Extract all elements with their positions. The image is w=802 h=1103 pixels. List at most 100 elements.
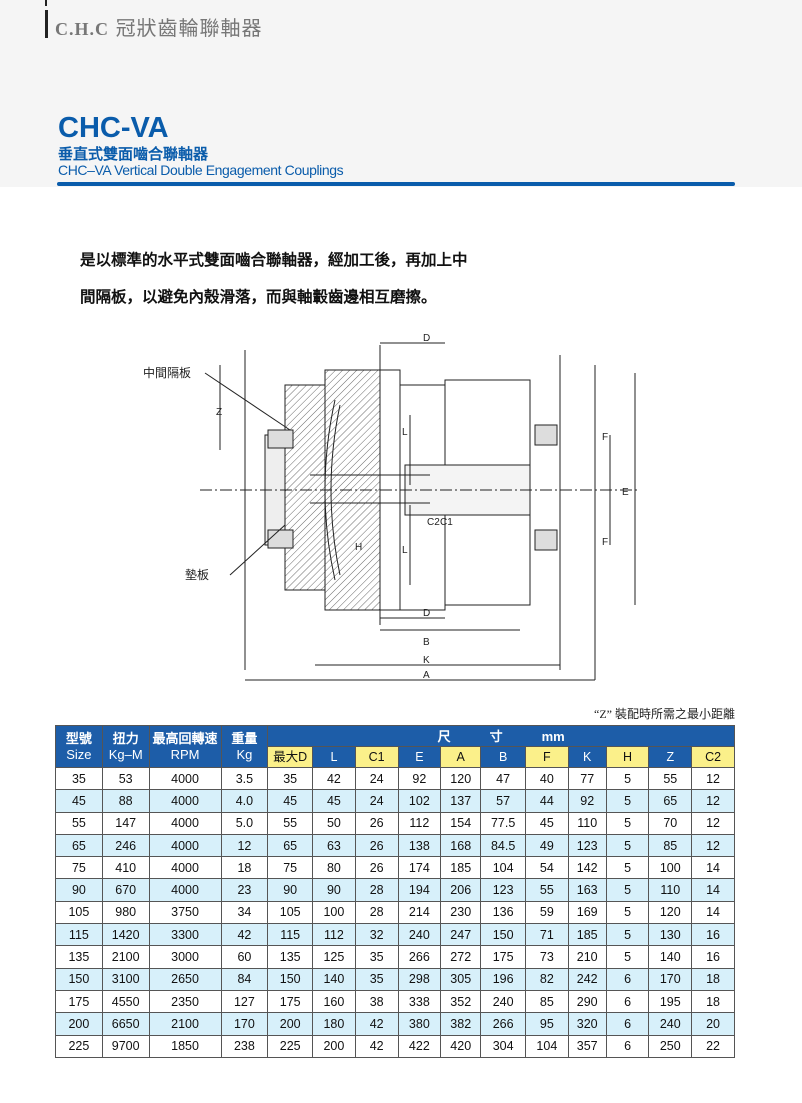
table-cell: 55 xyxy=(525,878,569,902)
table-cell: 92 xyxy=(397,766,442,791)
table-cell: 670 xyxy=(101,878,150,902)
table-cell: 238 xyxy=(220,1034,269,1058)
table-cell: 71 xyxy=(525,923,569,947)
table-cell: 4000 xyxy=(148,811,222,835)
table-cell: 53 xyxy=(101,766,150,791)
table-cell: 175 xyxy=(480,945,526,969)
table-cell: 65 xyxy=(267,833,314,858)
table-cell: 5.0 xyxy=(220,811,269,835)
table-cell: 230 xyxy=(440,900,482,925)
table-cell: 200 xyxy=(55,1012,103,1036)
title-rule xyxy=(57,182,735,186)
table-cell: 28 xyxy=(354,900,399,925)
table-cell: 120 xyxy=(440,766,482,791)
table-cell: 14 xyxy=(691,900,735,925)
table-cell: 3750 xyxy=(148,900,222,925)
table-cell: 4000 xyxy=(148,878,222,902)
table-cell: 246 xyxy=(101,833,150,858)
z-note: “Z” 裝配時所需之最小距離 xyxy=(594,707,735,721)
table-cell: 28 xyxy=(354,878,399,902)
table-cell: 2350 xyxy=(148,989,222,1014)
table-cell: 14 xyxy=(691,856,735,880)
table-cell: 65 xyxy=(648,789,693,813)
table-cell: 92 xyxy=(567,789,607,813)
table-cell: 5 xyxy=(605,811,650,835)
table-cell: 380 xyxy=(397,1012,442,1036)
col-z: Z xyxy=(648,746,693,768)
table-cell: 42 xyxy=(354,1012,399,1036)
table-cell: 104 xyxy=(480,856,526,880)
table-cell: 240 xyxy=(648,1012,693,1036)
table-cell: 338 xyxy=(397,989,442,1014)
subtitle-en: CHC–VA Vertical Double Engagement Coupli… xyxy=(58,162,344,178)
table-cell: 112 xyxy=(397,811,442,835)
table-cell: 290 xyxy=(567,989,607,1014)
table-cell: 214 xyxy=(397,900,442,925)
brand-zh: 冠狀齒輪聯軸器 xyxy=(115,18,263,40)
coupling-drawing: 中間隔板 墊板 D D Z L L C2 C1 H F F E B K A xyxy=(143,333,640,681)
table-cell: 110 xyxy=(648,878,693,902)
table-cell: 22 xyxy=(691,1034,735,1058)
table-cell: 4.0 xyxy=(220,789,269,813)
dim-a: A xyxy=(423,670,430,681)
table-cell: 225 xyxy=(55,1034,103,1058)
table-cell: 135 xyxy=(55,945,103,969)
table-cell: 130 xyxy=(648,923,693,947)
table-cell: 45 xyxy=(267,789,314,813)
table-cell: 185 xyxy=(440,856,482,880)
table-cell: 9700 xyxy=(101,1034,150,1058)
table-cell: 170 xyxy=(220,1012,269,1036)
table-cell: 200 xyxy=(267,1012,314,1036)
table-cell: 980 xyxy=(101,900,150,925)
col-max-d: 最大D xyxy=(267,746,314,768)
table-cell: 12 xyxy=(691,766,735,791)
table-cell: 50 xyxy=(312,811,356,835)
table-cell: 422 xyxy=(397,1034,442,1058)
table-cell: 266 xyxy=(480,1012,526,1036)
table-cell: 3300 xyxy=(148,923,222,947)
label-pad: 墊板 xyxy=(185,568,209,582)
table-cell: 140 xyxy=(648,945,693,969)
table-cell: 45 xyxy=(312,789,356,813)
table-cell: 240 xyxy=(480,989,526,1014)
table-cell: 175 xyxy=(267,989,314,1014)
table-cell: 44 xyxy=(525,789,569,813)
table-cell: 5 xyxy=(605,923,650,947)
dim-d: D xyxy=(423,608,430,619)
header-zh: 型號 xyxy=(65,730,92,746)
dim-c1: C1 xyxy=(440,517,453,528)
table-cell: 5 xyxy=(605,789,650,813)
table-cell: 136 xyxy=(480,900,526,925)
dim-f: F xyxy=(602,432,608,443)
table-cell: 70 xyxy=(648,811,693,835)
table-cell: 45 xyxy=(55,789,103,813)
table-cell: 150 xyxy=(267,967,314,991)
table-cell: 150 xyxy=(480,923,526,947)
table-cell: 195 xyxy=(648,989,693,1014)
table-cell: 352 xyxy=(440,989,482,1014)
table-cell: 154 xyxy=(440,811,482,835)
table-cell: 18 xyxy=(691,967,735,991)
table-cell: 60 xyxy=(220,945,269,969)
page-header: C.H.C 冠狀齒輪聯軸器 CHC-VA 垂直式雙面嚙合聯軸器 CHC–VA V… xyxy=(0,0,802,187)
table-cell: 305 xyxy=(440,967,482,991)
table-cell: 90 xyxy=(267,878,314,902)
table-cell: 110 xyxy=(567,811,607,835)
table-cell: 175 xyxy=(55,989,103,1014)
table-cell: 2100 xyxy=(101,945,150,969)
dim-c2: C2 xyxy=(427,517,440,528)
col-l: L xyxy=(312,746,356,768)
table-cell: 16 xyxy=(691,923,735,947)
table-cell: 12 xyxy=(691,789,735,813)
table-cell: 135 xyxy=(267,945,314,969)
table-cell: 6 xyxy=(605,967,650,991)
table-cell: 169 xyxy=(567,900,607,925)
